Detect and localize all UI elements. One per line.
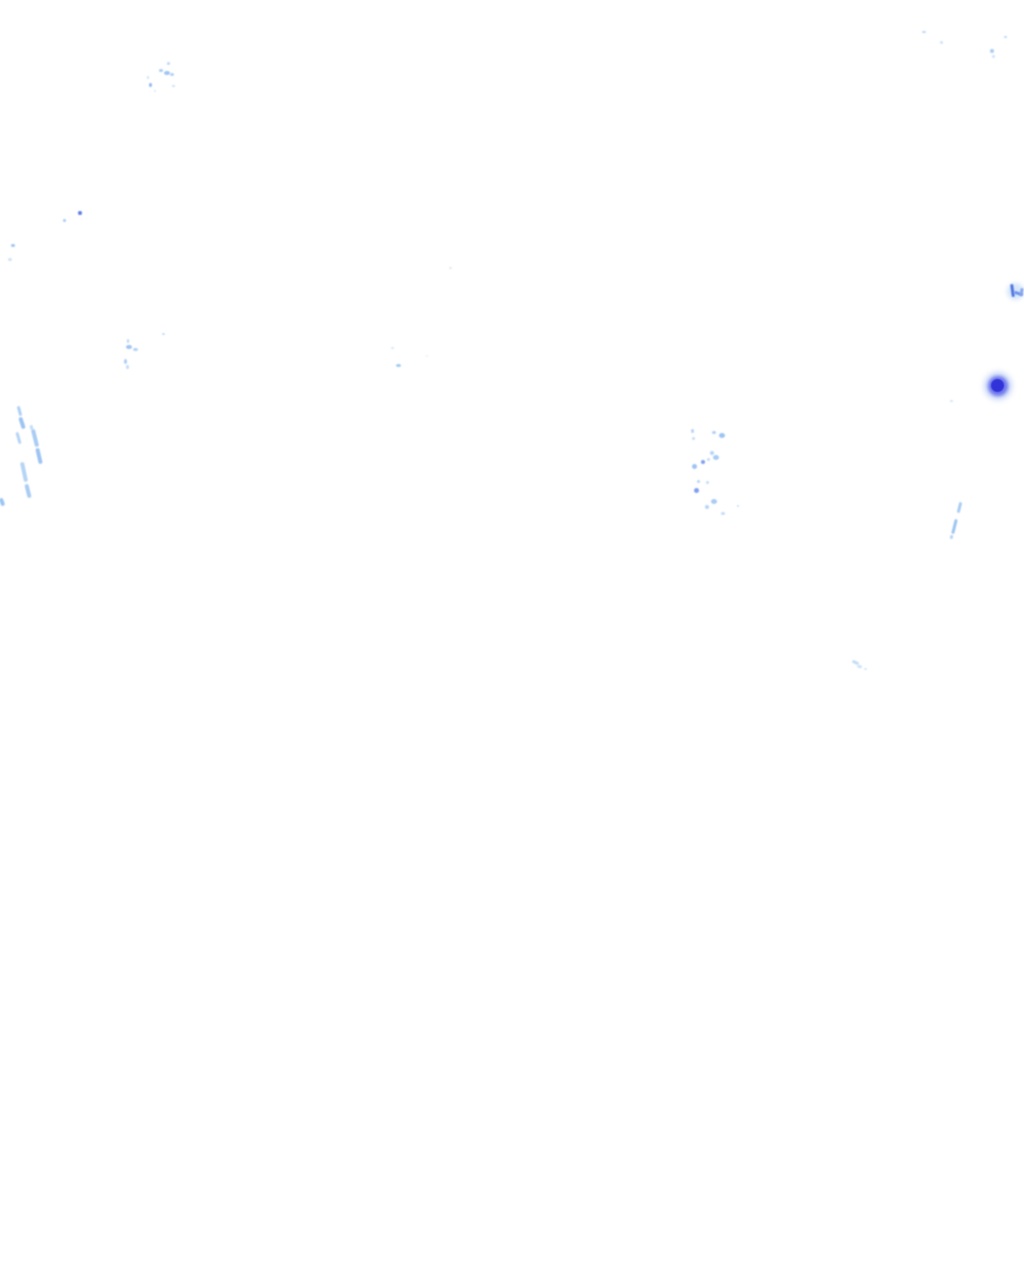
speck xyxy=(1004,36,1007,38)
spatter-dot xyxy=(692,464,697,469)
streak-dash xyxy=(18,416,26,430)
speck xyxy=(922,31,926,33)
speck xyxy=(154,90,156,92)
speck xyxy=(396,364,401,367)
speck-dark xyxy=(78,211,82,215)
smudge-dash xyxy=(864,668,867,670)
spatter-dot xyxy=(707,458,710,461)
speck xyxy=(449,267,452,269)
edge-scribble-halo xyxy=(1007,283,1024,300)
slash-stroke xyxy=(951,518,958,535)
ink-blob-mid xyxy=(988,376,1008,396)
speck xyxy=(950,400,953,402)
smudge-dash xyxy=(856,664,863,669)
speck xyxy=(11,244,15,247)
spatter-dot xyxy=(719,433,725,438)
slash-stroke xyxy=(949,534,954,540)
spatter-dot xyxy=(710,451,714,455)
speck xyxy=(391,347,394,349)
spatter-dot xyxy=(712,431,716,434)
spatter-dot xyxy=(713,455,719,460)
spatter-dot-dark xyxy=(694,488,699,493)
streak-dash xyxy=(19,461,29,483)
spatter-dot xyxy=(691,429,694,433)
speck xyxy=(940,41,943,44)
streak-dash xyxy=(30,428,40,448)
speck xyxy=(127,339,129,343)
speck xyxy=(426,355,428,357)
spatter-dot xyxy=(705,505,709,509)
speck xyxy=(172,85,175,87)
smudge-dash xyxy=(851,659,860,666)
speck xyxy=(170,73,174,76)
edge-scribble-stroke xyxy=(1013,290,1024,297)
ink-blob-halo xyxy=(984,372,1012,400)
spatter-dot xyxy=(706,481,709,484)
speck xyxy=(63,219,66,222)
streak-dash xyxy=(15,431,22,445)
speck xyxy=(167,62,170,65)
streak-dash xyxy=(16,405,23,417)
speck xyxy=(133,348,138,351)
speck xyxy=(159,69,163,72)
edge-scribble-stroke xyxy=(1010,283,1015,298)
streak-dash xyxy=(0,497,6,507)
speck xyxy=(990,49,994,53)
spatter-dot xyxy=(692,437,695,440)
speck xyxy=(124,359,127,364)
speck xyxy=(162,333,165,335)
spatter-dot xyxy=(711,499,717,504)
spatter-dot xyxy=(697,480,700,483)
streak-dash xyxy=(35,447,43,465)
speck-cluster-dot xyxy=(164,71,170,75)
spatter-dot-dark xyxy=(701,460,705,464)
speck xyxy=(126,365,129,369)
speck xyxy=(149,83,152,87)
speck-cluster-dot xyxy=(126,345,132,349)
edge-scribble-stroke xyxy=(1019,287,1024,297)
ink-blob-core xyxy=(991,379,1004,392)
streak-dash xyxy=(29,424,34,431)
spatter-dot xyxy=(721,512,725,515)
streak-dash xyxy=(24,483,32,499)
spatter-dot xyxy=(737,505,739,507)
slash-stroke xyxy=(956,501,963,514)
speck xyxy=(147,76,149,79)
speck xyxy=(992,55,995,58)
speck xyxy=(8,258,12,261)
